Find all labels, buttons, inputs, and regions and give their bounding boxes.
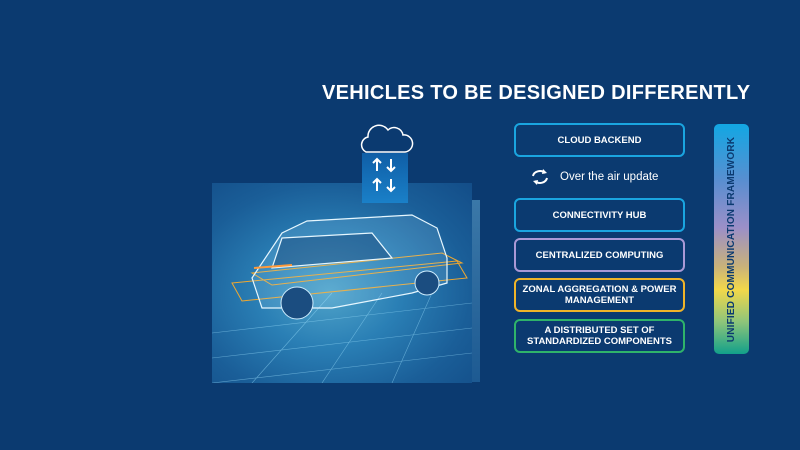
ota-update: Over the air update (530, 168, 658, 186)
divider (472, 200, 480, 382)
cloud-backend-layer: CLOUD BACKEND (514, 123, 685, 157)
ota-label: Over the air update (560, 171, 659, 183)
sync-icon (532, 169, 548, 185)
connectivity-hub-layer: CONNECTIVITY HUB (514, 198, 685, 232)
unified-communication-framework-bar: UNIFIED COMMUNICATION FRAMEWORK (714, 124, 749, 354)
centralized-computing-layer: CENTRALIZED COMPUTING (514, 238, 685, 272)
cloud-icon (360, 124, 414, 153)
zonal-aggregation-layer: ZONAL AGGREGATION & POWER MANAGEMENT (514, 278, 685, 312)
page-title: VEHICLES TO BE DESIGNED DIFFERENTLY (322, 82, 751, 104)
data-transfer-arrows-icon (362, 153, 408, 203)
vehicle-illustration (212, 183, 472, 383)
distributed-components-layer: A DISTRIBUTED SET OF STANDARDIZED COMPON… (514, 319, 685, 353)
framework-label: UNIFIED COMMUNICATION FRAMEWORK (726, 136, 738, 342)
